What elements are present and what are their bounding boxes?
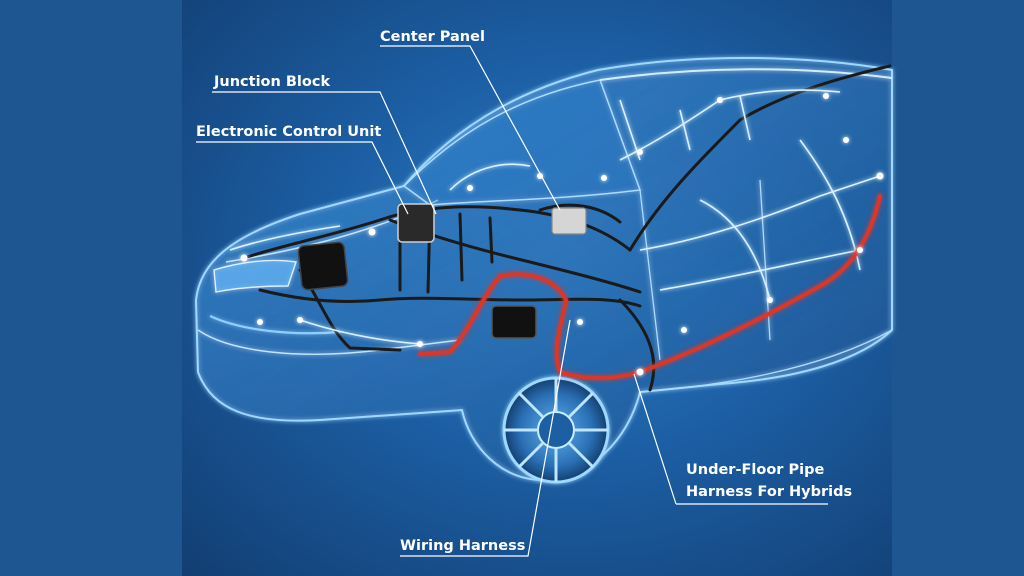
left-margin xyxy=(0,0,182,576)
leader-wiring-harness xyxy=(400,319,571,557)
front-wheel xyxy=(502,376,610,484)
label-under-floor-line2: Harness For Hybrids xyxy=(686,484,852,500)
battery-component xyxy=(491,305,537,339)
connector-dots xyxy=(240,93,884,376)
car-outline xyxy=(194,56,893,482)
front-bumper xyxy=(197,329,461,355)
label-electronic-control-unit: Electronic Control Unit xyxy=(196,124,381,140)
label-under-floor-line1: Under-Floor Pipe xyxy=(686,462,824,478)
label-wiring-harness: Wiring Harness xyxy=(400,538,525,554)
leader-ecu xyxy=(196,141,409,215)
windshield xyxy=(402,79,642,206)
leader-center-panel xyxy=(380,45,561,211)
grille xyxy=(209,315,341,335)
leader-lines xyxy=(196,45,828,557)
junction-block-component xyxy=(297,241,349,291)
label-junction-block: Junction Block xyxy=(213,74,330,90)
red-hybrid-harness xyxy=(418,194,882,381)
glow-branches xyxy=(229,89,881,345)
car-body xyxy=(194,56,893,482)
label-center-panel: Center Panel xyxy=(380,29,485,45)
leader-under-floor xyxy=(633,373,828,505)
right-margin xyxy=(892,0,1024,576)
center-panel-component xyxy=(551,207,587,235)
electronic-control-unit-component xyxy=(397,203,435,243)
rocker-line xyxy=(639,329,893,393)
headlight xyxy=(213,259,297,293)
leader-junction-block xyxy=(212,91,437,215)
